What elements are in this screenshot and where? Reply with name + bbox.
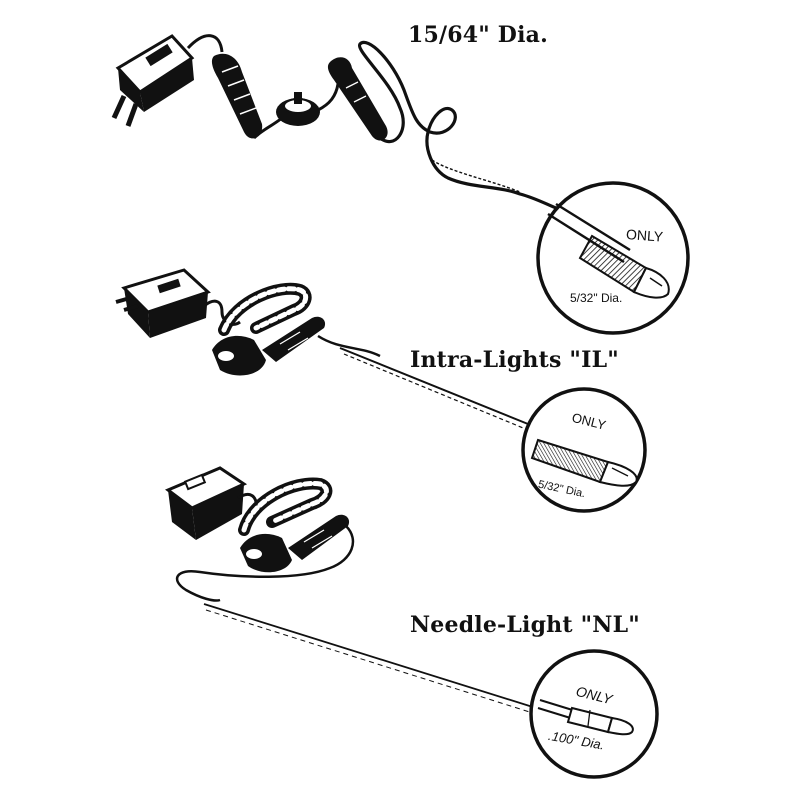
product-3-caption: Needle-Light "NL" [410,612,640,638]
wall-plug-icon [115,268,211,338]
inline-connector-icon [211,53,263,139]
detail-1-only-label: ONLY [626,226,665,245]
product-1-illustration: ONLY 5/32" Dia. [111,34,690,335]
product-3-illustration: ONLY .100" Dia. [165,466,659,779]
product-2-caption: Intra-Lights "IL" [410,347,619,373]
rotary-switch-icon [276,92,320,126]
detail-circle-2: ONLY 5/32" Dia. [521,387,647,513]
lamp-handle-icon [238,477,350,573]
lamp-handle-icon [327,57,388,141]
detail-circle-1: ONLY 5/32" Dia. [536,181,690,335]
product-2-illustration: ONLY 5/32" Dia. [115,268,647,513]
detail-1-diameter-label: 5/32" Dia. [570,291,622,305]
detail-circle-3: ONLY .100" Dia. [529,649,659,779]
wall-plug-icon [111,34,195,127]
lamp-handle-icon [212,282,326,376]
product-1-caption: 15/64" Dia. [408,22,548,48]
power-adapter-icon [165,466,248,540]
